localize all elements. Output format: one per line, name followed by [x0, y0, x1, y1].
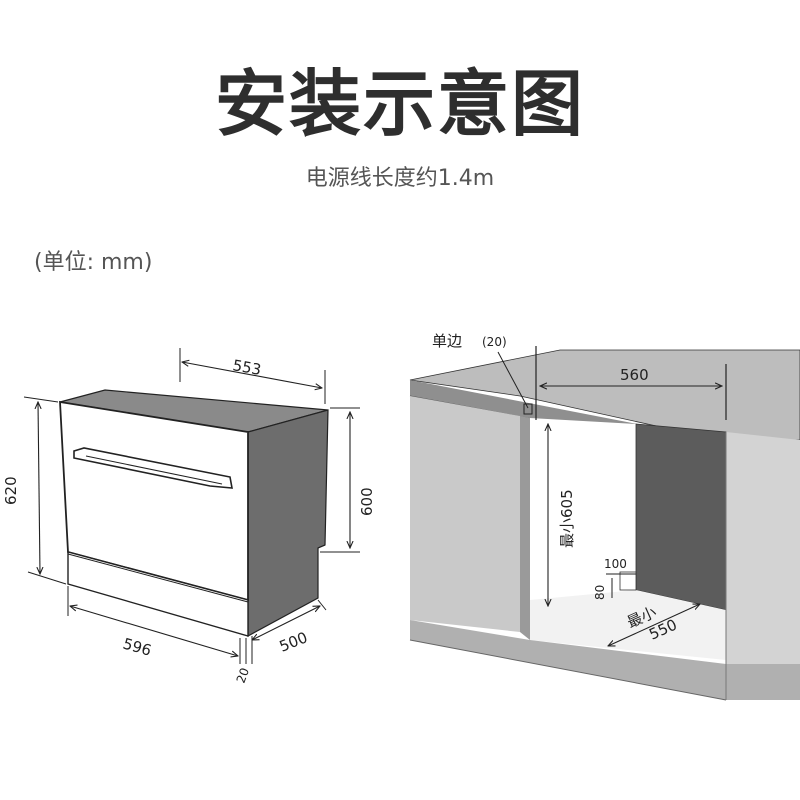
power-cord-note: 电源线长度约1.4m: [305, 166, 495, 191]
label-min-605: 最小605: [558, 489, 576, 548]
dimension-width: 596: [67, 586, 241, 664]
dimension-side-height: 600: [320, 407, 376, 553]
label-100: 100: [604, 557, 627, 571]
label-side-gap: 单边: [432, 332, 462, 350]
dishwasher-appliance: [59, 389, 329, 638]
label-600: 600: [358, 487, 376, 516]
dimension-min-height: 最小605: [548, 424, 576, 606]
label-560: 560: [620, 366, 649, 384]
label-20: 20: [234, 666, 252, 685]
dimension-opening-width: 560: [540, 364, 727, 420]
label-596: 596: [121, 635, 153, 660]
unit-note: (单位: mm): [34, 250, 153, 275]
label-620: 620: [2, 476, 20, 505]
dimension-height: 620: [2, 396, 67, 585]
label-553: 553: [231, 356, 262, 379]
dimension-door-thickness: 20: [234, 636, 253, 685]
page-title: 安装示意图: [214, 62, 585, 146]
label-side-gap-value: (20): [482, 335, 507, 349]
door-handle: [73, 447, 233, 489]
dimension-top-depth: 553: [179, 348, 326, 404]
label-500: 500: [277, 628, 310, 655]
side-gap-callout: 单边 (20): [432, 332, 537, 420]
dimension-notch: 100 80: [593, 557, 636, 600]
label-80: 80: [593, 585, 607, 600]
cabinet-installation: [409, 349, 800, 701]
